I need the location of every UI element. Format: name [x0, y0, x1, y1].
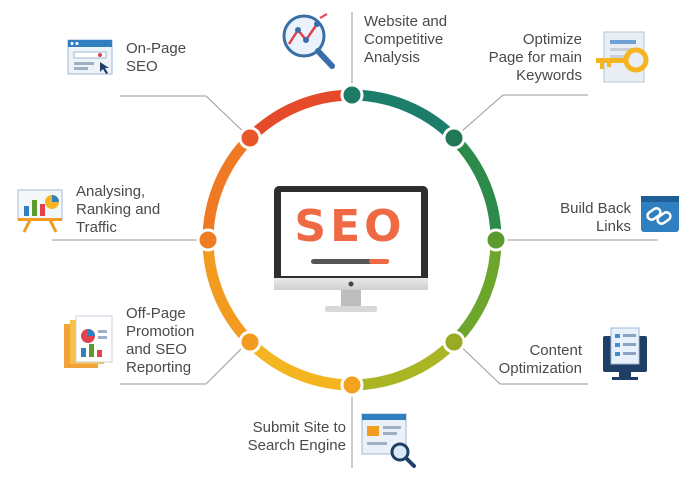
connector-optimize: [453, 94, 588, 139]
presentation-chart-icon: [17, 189, 63, 233]
label-onpage: On-Page SEO: [126, 40, 187, 75]
chain-link-icon: [641, 196, 679, 232]
browser-window-icon: [67, 39, 113, 75]
ring-nodes: [196, 83, 508, 397]
checklist-monitor-icon: [603, 327, 647, 380]
report-documents-icon: [64, 315, 113, 368]
node-onpage: [238, 126, 262, 150]
ring-segment-4: [351, 338, 458, 391]
ring-segment-8: [246, 89, 353, 142]
node-analysing: [196, 228, 220, 252]
ring-segment-6: [202, 239, 254, 346]
monitor-neck: [341, 290, 361, 308]
key-page-icon: [596, 31, 649, 83]
node-offpage: [238, 330, 262, 354]
monitor-stand: [325, 306, 377, 312]
ring-segment-5: [246, 338, 353, 391]
label-offpage: Off-Page Promotion and SEO Reporting: [126, 305, 195, 376]
ring-segment-1: [351, 89, 458, 142]
node-backlinks: [484, 228, 508, 252]
ring-segment-3: [450, 239, 502, 346]
ring-segment-7: [202, 134, 254, 241]
monitor-progress-accent: [369, 259, 389, 264]
node-optimize: [442, 126, 466, 150]
connector-content: [453, 339, 588, 385]
connector-lines: [52, 12, 658, 468]
cycle-ring: [202, 89, 502, 391]
monitor-seo-text: SEO: [294, 201, 406, 252]
node-submit: [340, 373, 364, 397]
search-page-icon: [361, 413, 416, 468]
connector-offpage: [120, 339, 251, 385]
monitor-power-dot: [348, 281, 354, 287]
label-submit: Submit Site to Search Engine: [247, 419, 346, 454]
monitor-icon: [274, 186, 428, 312]
label-website: Website and Competitive Analysis: [364, 13, 448, 66]
ring-segment-2: [450, 134, 502, 241]
label-backlinks: Build Back Links: [560, 200, 631, 235]
label-analysing: Analysing, Ranking and Traffic: [76, 183, 161, 236]
node-website: [340, 83, 364, 107]
analytics-magnifier-icon: [282, 13, 335, 69]
label-content: Content Optimization: [498, 342, 582, 377]
connector-onpage: [120, 95, 251, 139]
node-content: [442, 330, 466, 354]
label-optimize: Optimize Page for main Keywords: [488, 31, 582, 84]
